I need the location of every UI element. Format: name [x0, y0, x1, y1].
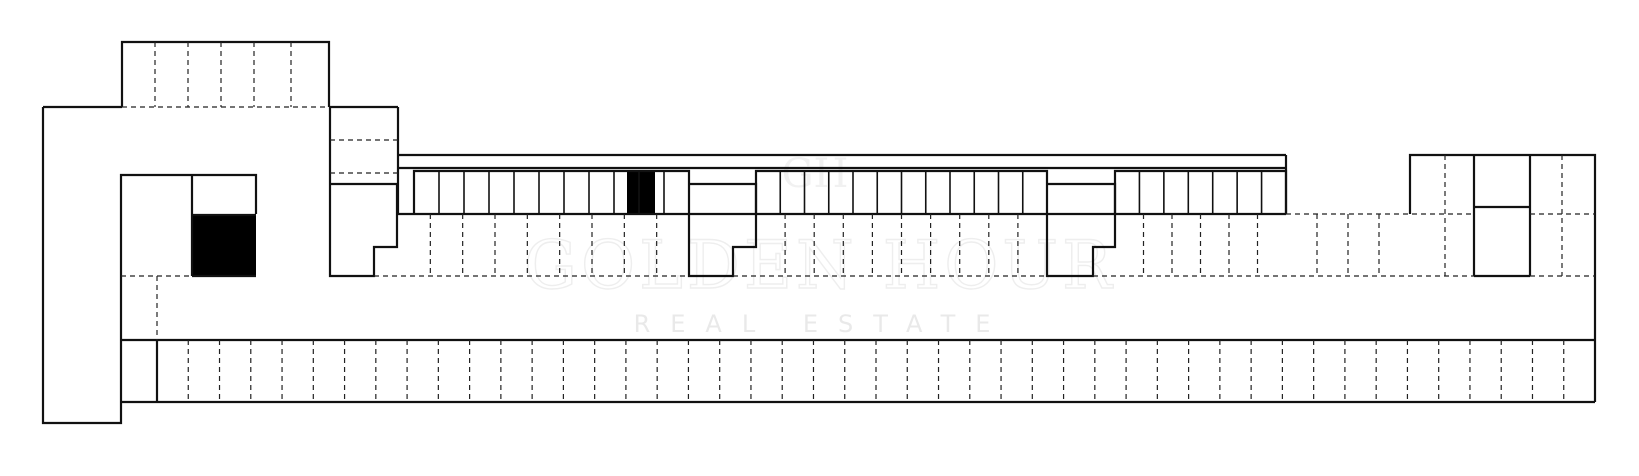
walls — [41, 40, 1597, 425]
watermark-subtitle: REAL ESTATE — [634, 310, 1011, 338]
watermark-monogram: GH — [782, 151, 849, 197]
storage-row-dividers — [438, 171, 1263, 214]
parking-bay-dividers — [187, 214, 1565, 402]
watermark-title: GOLDEN HOUR — [524, 227, 1115, 304]
watermark: GH GOLDEN HOUR REAL ESTATE — [524, 151, 1115, 338]
highlighted-unit-left[interactable] — [192, 215, 256, 276]
highlighted-unit-top-row[interactable] — [627, 171, 655, 214]
